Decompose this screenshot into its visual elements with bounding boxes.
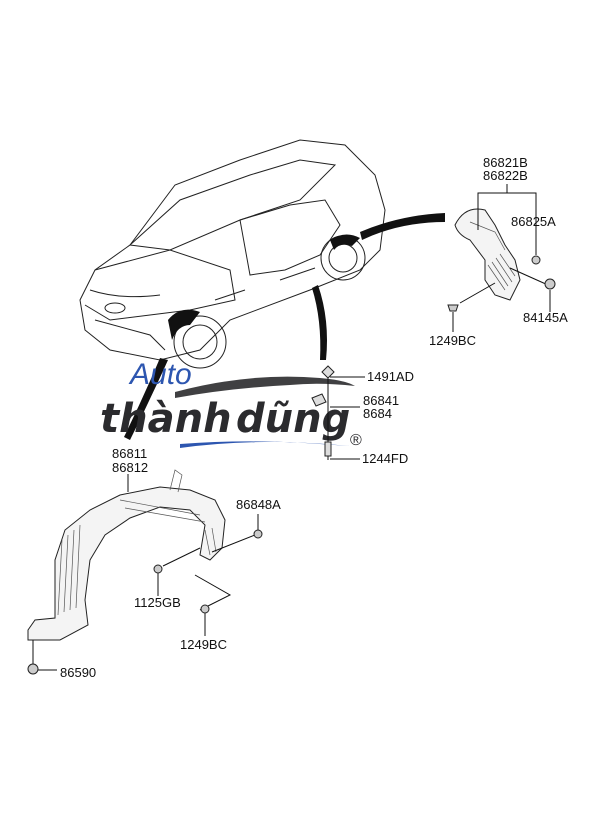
label-1491AD: 1491AD	[367, 369, 414, 384]
label-86841: 86841	[363, 393, 399, 408]
label-86811: 86811	[112, 446, 147, 461]
arrow-rear	[360, 213, 445, 240]
label-86842: 8684	[363, 406, 392, 421]
label-86590: 86590	[60, 665, 96, 680]
watermark-logo: thành dũng Auto ®	[100, 358, 362, 449]
logo-text-auto: Auto	[128, 358, 192, 391]
label-84145A: 84145A	[523, 310, 568, 325]
logo-registered-mark: ®	[350, 432, 362, 449]
label-1249BC-front: 1249BC	[180, 637, 227, 652]
label-86821B: 86821B	[483, 155, 528, 170]
arrow-side	[312, 285, 327, 360]
rear-mud-guard	[447, 184, 556, 332]
label-86848A: 86848A	[236, 497, 281, 512]
label-86812: 86812	[112, 460, 148, 475]
logo-car-roof	[175, 376, 355, 398]
label-86822B: 86822B	[483, 168, 528, 183]
arrow-front	[124, 358, 168, 440]
label-1249BC-rear: 1249BC	[429, 333, 476, 348]
logo-text-thanh: thành	[100, 396, 232, 442]
label-86825A: 86825A	[511, 214, 556, 229]
label-1125GB: 1125GB	[134, 595, 181, 610]
label-1244FD: 1244FD	[362, 451, 408, 466]
front-wheel-guard	[27, 469, 263, 675]
car-illustration	[79, 139, 386, 369]
side-fasteners	[311, 365, 365, 460]
logo-swoosh	[180, 441, 350, 448]
logo-text-dung: dũng	[236, 396, 350, 442]
